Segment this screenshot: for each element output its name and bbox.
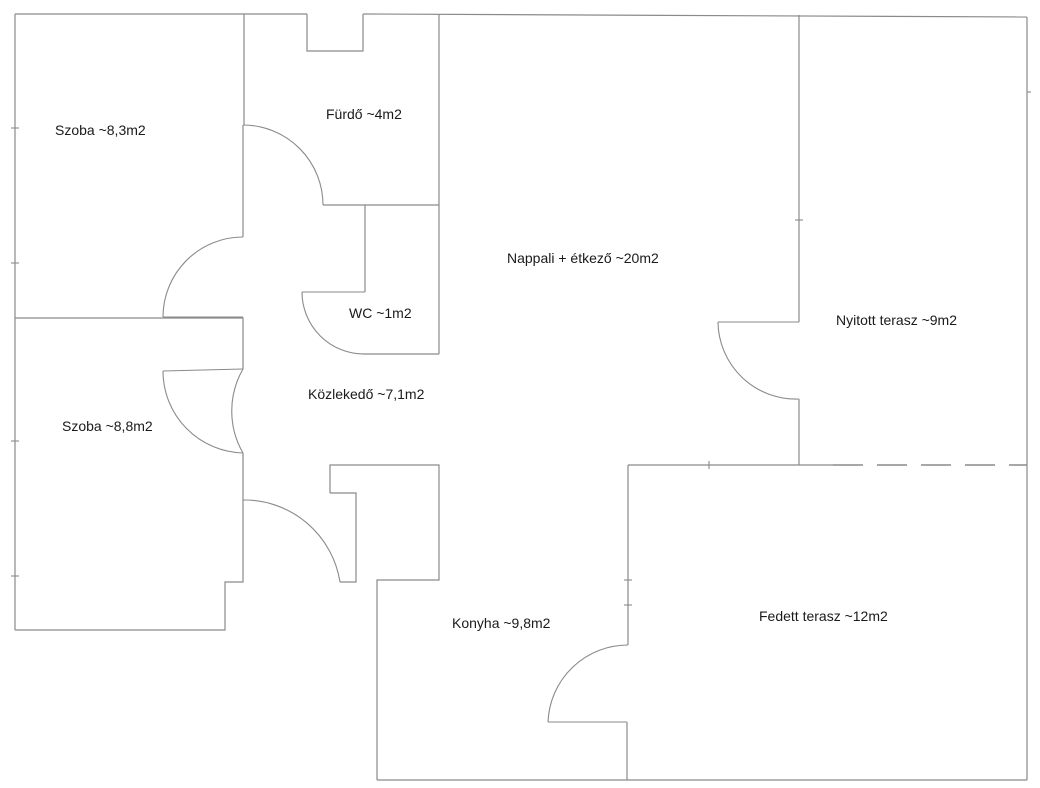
door-konyha (547, 644, 629, 723)
room-label-konyha: Konyha ~9,8m2 (452, 615, 551, 631)
wall-top-right (362, 13, 1028, 18)
room-label-furdo: Fürdő ~4m2 (326, 106, 402, 122)
room-label-szoba-top: Szoba ~8,3m2 (55, 122, 146, 138)
door-szoba-bottom (231, 368, 244, 454)
door-terrace (717, 321, 800, 400)
room-label-fedett-terasz: Fedett terasz ~12m2 (759, 608, 888, 624)
door-szoba-bottom-leaf (162, 368, 244, 372)
walls (14, 13, 1028, 781)
door-szoba-bottom-swing (162, 370, 244, 454)
doors (162, 124, 800, 723)
door-szoba-top (162, 236, 244, 318)
room-label-nyitott-terasz: Nyitott terasz ~9m2 (836, 312, 957, 328)
room-label-kozlekedo: Közlekedő ~7,1m2 (308, 386, 425, 402)
window-ticks (11, 91, 1031, 606)
door-wc (301, 291, 365, 355)
wall-bottom-left (15, 453, 244, 631)
wall-closet-inner (330, 492, 357, 583)
room-label-szoba-bottom: Szoba ~8,8m2 (62, 418, 153, 434)
door-closet (242, 499, 341, 583)
wall-szoba-divider (15, 317, 244, 369)
room-label-nappali: Nappali + étkező ~20m2 (507, 250, 659, 266)
room-label-wc: WC ~1m2 (349, 305, 412, 321)
wall-top-notch (306, 14, 364, 52)
door-furdo (242, 124, 324, 206)
wall-closet (329, 464, 440, 780)
